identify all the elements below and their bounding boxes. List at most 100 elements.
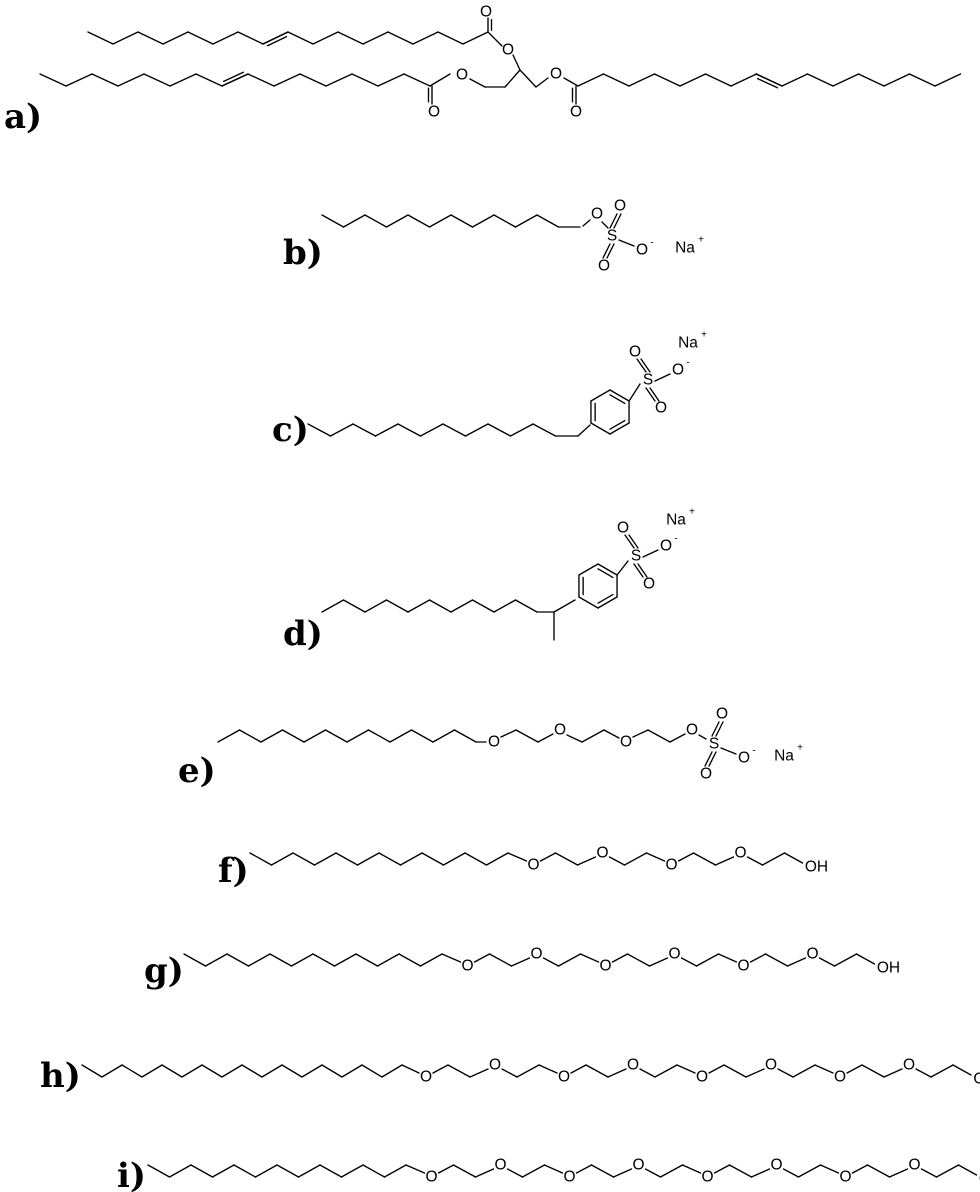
c-dodecyl-chain [464, 423, 489, 437]
a-left-carbonyl-oxygen: O [428, 104, 440, 121]
f-c-o-bond [645, 852, 666, 862]
i-c-c-bond [452, 1164, 477, 1178]
a-top-acyl-chain [137, 31, 164, 45]
h-c-o-bond [538, 1064, 558, 1074]
a-top-ester-bond [487, 31, 503, 47]
i-c-o-bond [575, 1164, 593, 1174]
f-c-o-bond [677, 852, 695, 862]
h-alkyl-chain [341, 1064, 363, 1078]
g-alkyl-chain [269, 953, 293, 967]
h-c-o-bond [570, 1064, 587, 1074]
f-ether-oxygen: O [596, 845, 608, 862]
a-left-cis-double-bond [222, 71, 245, 83]
b-anionic-oxygen: O [636, 242, 648, 259]
b-dodecyl-chain [493, 214, 517, 228]
c-positive-charge: + [701, 330, 707, 341]
h-c-o-bond [708, 1064, 725, 1074]
g-c-c-bond [833, 953, 858, 967]
g-c-oh-bond [855, 953, 876, 965]
i-alkyl-chain [276, 1164, 300, 1178]
a-right-acyl-chain [857, 73, 885, 87]
h-alkyl-chain [301, 1064, 323, 1078]
label-g: g) [144, 951, 184, 991]
e-dodecyl-chain [389, 729, 413, 743]
i-c-o-bond [612, 1168, 633, 1178]
f-c-o-bond [507, 852, 528, 862]
e-positive-charge: + [797, 743, 803, 754]
c-aryl-bond [577, 424, 591, 437]
a-left-acyl-chain [117, 73, 145, 87]
c-dodecyl-chain [352, 423, 377, 437]
i-ether-oxygen: O [494, 1157, 506, 1174]
h-c-o-bond [883, 1068, 903, 1078]
h-c-o-bond [607, 1068, 627, 1078]
a-left-acyl-chain [325, 73, 353, 87]
h-c-o-bond [814, 1064, 834, 1074]
h-ether-oxygen: O [903, 1057, 915, 1074]
h-alkyl-chain [281, 1064, 303, 1078]
f-c-o-bond [714, 856, 735, 866]
a-top-acyl-chain [337, 31, 364, 45]
a-glycerol-bond [519, 69, 537, 88]
b-dodecyl-chain [385, 214, 409, 228]
i-alkyl-chain [319, 1164, 343, 1178]
h-alkyl-chain [161, 1064, 183, 1078]
e-sulfonyl-oxygen: O [716, 706, 728, 723]
i-ether-oxygen: O [425, 1169, 437, 1186]
b-s-o-double-bond [609, 213, 618, 229]
i-alkyl-chain [383, 1164, 407, 1178]
e-ether-oxygen: O [554, 722, 566, 739]
g-c-o-bond [680, 957, 698, 967]
c-dodecyl-chain [329, 423, 354, 437]
a-top-acyl-chain [462, 31, 489, 45]
a-left-acyl-chain [403, 73, 431, 87]
d-benzene-ring [597, 563, 618, 576]
e-s-o-bond [720, 747, 737, 755]
d-alkyl-chain [471, 599, 495, 613]
a-left-acyl-chain [143, 73, 171, 87]
f-alkyl-chain [485, 852, 509, 866]
d-aromatic-bond [597, 593, 614, 604]
i-ether-oxygen: O [839, 1169, 851, 1186]
a-left-acyl-chain [351, 73, 379, 87]
e-dodecyl-chain [217, 729, 241, 743]
e-anionic-oxygen: O [738, 750, 750, 767]
panel-label-layer: a) b) c) d) e) f) g) h) i) [4, 97, 323, 1192]
a-left-cis-double-bond [221, 73, 249, 87]
e-sulfur-atom: S [709, 736, 719, 753]
g-c-o-bond [786, 957, 807, 967]
i-alkyl-chain [233, 1164, 257, 1178]
b-negative-charge: - [650, 238, 653, 249]
g-ether-oxygen: O [737, 958, 749, 975]
i-ether-oxygen: O [632, 1157, 644, 1174]
e-c-o-bond [500, 729, 517, 738]
c-dodecyl-chain [532, 423, 557, 437]
c-benzene-ring [590, 389, 611, 402]
g-c-o-bond [542, 957, 560, 967]
e-dodecyl-chain [367, 729, 391, 743]
label-a: a) [4, 97, 42, 137]
h-alkyl-chain [201, 1064, 223, 1078]
a-right-ester-oxygen: O [550, 66, 562, 83]
c-dodecyl-chain [374, 423, 399, 437]
b-dodecyl-chain [321, 214, 345, 228]
f-alkyl-chain [399, 852, 423, 866]
c-s-o-bond [654, 373, 671, 382]
e-c-o-bond [537, 733, 554, 743]
a-top-acyl-chain [437, 31, 464, 45]
h-c-oh-bond [952, 1064, 972, 1076]
f-c-c-bond [623, 852, 648, 866]
a-left-acyl-chain [195, 73, 223, 87]
i-c-c-bond [659, 1164, 684, 1178]
h-ether-oxygen: O [834, 1069, 846, 1086]
a-top-acyl-chain [112, 31, 139, 45]
h-ether-oxygen: O [489, 1057, 501, 1074]
b-positive-charge: + [698, 235, 704, 246]
h-alkyl-chain [101, 1064, 123, 1078]
i-c-c-bond [521, 1164, 546, 1178]
i-c-o-bond [920, 1168, 938, 1178]
g-c-c-bond [764, 953, 789, 967]
a-top-ester-oxygen: O [502, 42, 514, 59]
c-s-o-double-bond [640, 358, 651, 373]
i-c-c-bond [935, 1164, 960, 1178]
